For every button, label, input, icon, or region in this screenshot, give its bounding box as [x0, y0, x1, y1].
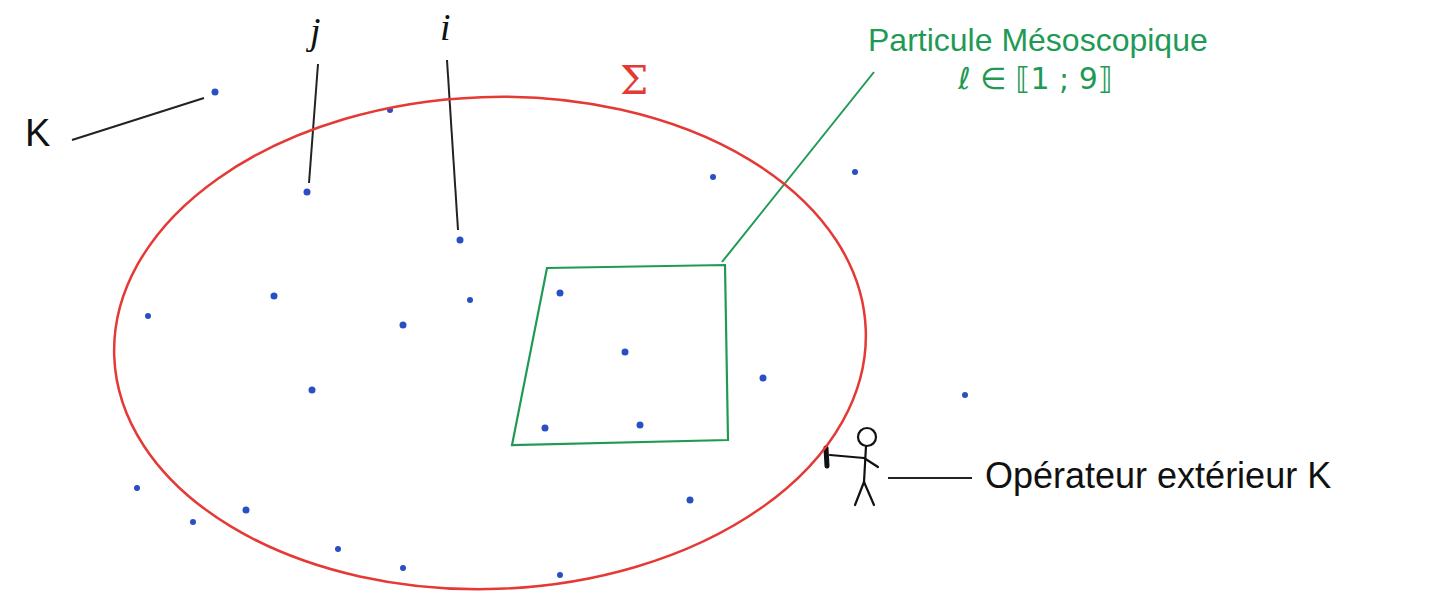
leader-line — [72, 98, 204, 140]
figure-body — [864, 446, 866, 482]
point-label: j — [310, 10, 321, 54]
particle-dot — [145, 313, 151, 319]
particle-dots — [134, 89, 968, 579]
particle-dot — [134, 485, 140, 491]
figure-arm — [864, 458, 878, 467]
region-symbol: Σ — [620, 57, 648, 103]
particle-dot — [542, 425, 549, 432]
particle-dot — [304, 189, 311, 196]
callout-range: ℓ ∈ ⟦1 ; 9⟧ — [958, 62, 1113, 97]
outline-layer — [110, 55, 880, 591]
particle-dot — [557, 572, 563, 578]
particle-dot — [190, 519, 196, 525]
figure-hand — [826, 448, 827, 466]
operator-label: Opérateur extérieur K — [985, 455, 1331, 496]
particle-dot — [852, 169, 858, 175]
particle-dot — [622, 349, 629, 356]
particle-dot — [335, 546, 341, 552]
particle-dot — [760, 375, 767, 382]
leader-line — [309, 64, 318, 183]
particle-dot — [400, 322, 407, 329]
point-label: K — [25, 112, 50, 156]
callout-title: Particule Mésoscopique — [868, 22, 1208, 59]
mesoscopic-square — [512, 265, 728, 445]
particle-dot — [457, 237, 464, 244]
particle-dot — [687, 497, 694, 504]
particle-dot — [557, 290, 564, 297]
particle-dot — [962, 392, 968, 398]
particle-dot — [212, 89, 219, 96]
leader-line — [888, 477, 972, 479]
particle-dot — [271, 293, 278, 300]
point-label: i — [440, 6, 451, 50]
region-ellipse: Σ — [110, 55, 880, 591]
system-boundary — [106, 84, 875, 594]
leader-line — [722, 72, 874, 262]
figure-leg — [855, 482, 864, 505]
particle-dot — [467, 297, 473, 303]
leader-line — [447, 60, 458, 230]
figure-arm — [830, 455, 864, 458]
particle-dot — [243, 507, 250, 514]
particle-dot — [400, 565, 406, 571]
figure-leg — [864, 482, 874, 505]
leader-lines — [72, 60, 972, 478]
stick-figure — [826, 428, 878, 505]
particle-dot — [309, 387, 316, 394]
particle-dot — [637, 422, 644, 429]
figure-head — [858, 428, 876, 446]
particle-dot — [710, 174, 716, 180]
